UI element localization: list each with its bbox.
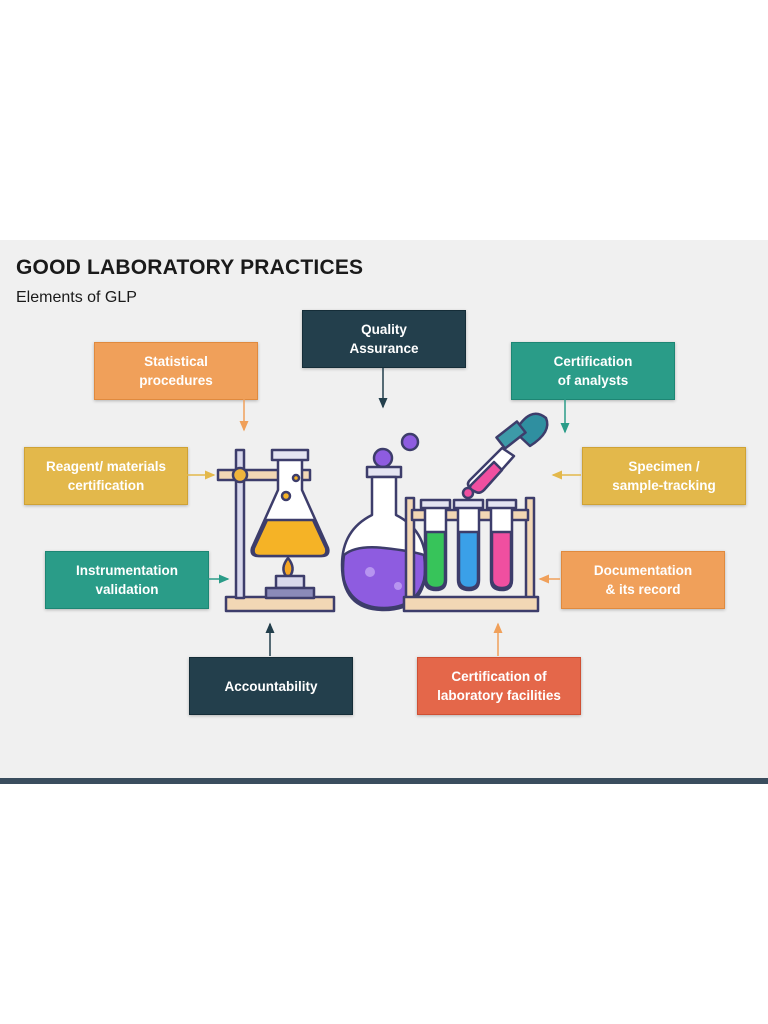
box-statistical-procedures: Statistical procedures: [94, 342, 258, 400]
box-documentation-record: Documentation & its record: [561, 551, 725, 609]
box-quality-assurance: Quality Assurance: [302, 310, 466, 368]
connector-arrows: [187, 368, 581, 656]
box-specimen-sample-tracking: Specimen / sample-tracking: [582, 447, 746, 505]
box-instrumentation-validation: Instrumentation validation: [45, 551, 209, 609]
box-certification-laboratory-facilities: Certification of laboratory facilities: [417, 657, 581, 715]
test-tube-rack-illustration: [402, 412, 549, 613]
box-reagent-materials-certification: Reagent/ materials certification: [24, 447, 188, 505]
page-subtitle: Elements of GLP: [16, 289, 137, 306]
ring-stand-flask-illustration: [216, 448, 336, 613]
box-certification-of-analysts: Certification of analysts: [511, 342, 675, 400]
page-title: GOOD LABORATORY PRACTICES: [16, 256, 364, 279]
slide-bottom-bar: [0, 778, 768, 784]
box-accountability: Accountability: [189, 657, 353, 715]
